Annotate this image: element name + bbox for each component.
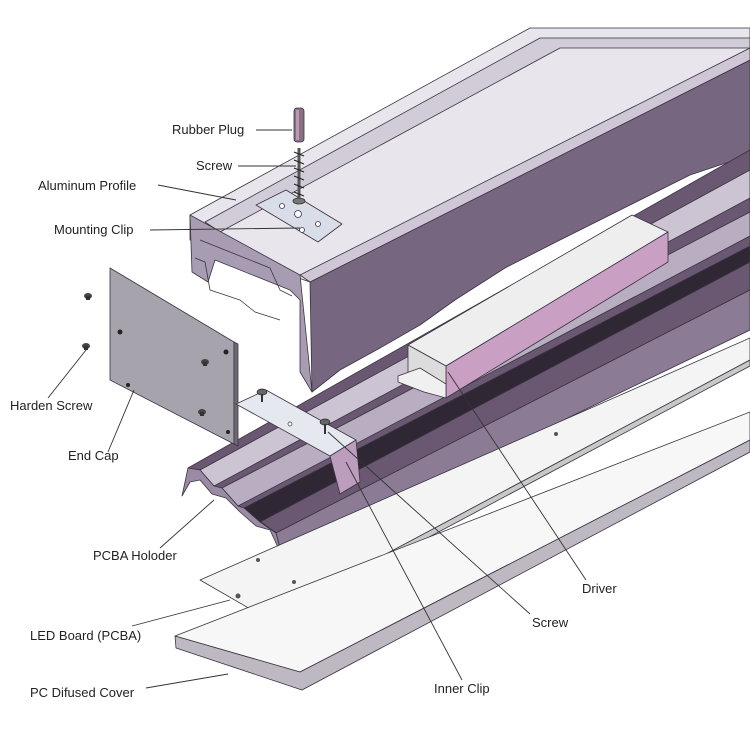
led-board-hole-3 [256,558,260,562]
mounting-clip-hole-4 [299,227,305,233]
leader-driver [447,371,587,581]
driver-bracket [397,367,447,399]
inner-clip-hole-1 [287,421,293,427]
label-pc-cover: PC Difused Cover [30,685,135,700]
profile-cavity-line-2 [194,257,281,321]
holder-front-profile [181,467,283,557]
leader-pc-cover [145,673,229,689]
pc-cover-front [174,439,750,691]
harden-screw-4 [198,409,206,416]
profile-cross-section [189,214,313,393]
pc-cover-part [174,411,750,691]
end-cap-part [109,267,239,447]
led-board-plate [199,337,750,619]
inner-clip-screw-2 [319,418,331,434]
label-mounting-clip: Mounting Clip [54,222,134,237]
leader-screw-bottom [327,431,531,615]
mounting-clip-hole-1 [294,210,302,218]
label-screw-top: Screw [196,158,233,173]
harden-screw-2 [82,343,90,350]
leader-lines [47,129,587,689]
label-screw-bottom: Screw [532,615,569,630]
harden-screw-1 [84,293,92,300]
mounting-clip-hole-2 [279,203,285,209]
leader-end-cap [107,389,135,453]
led-board-hole-1 [235,593,241,599]
led-board-hole-2 [292,580,296,584]
leader-pcba-holder [159,499,215,549]
mounting-clip-hole-3 [315,221,321,227]
led-board-hole-4 [554,432,558,436]
leader-led-board [131,599,231,627]
label-end-cap: End Cap [68,448,119,463]
profile-cavity-line [199,239,293,297]
profile-side-highlight [299,47,750,283]
profile-side-face [309,59,750,393]
leader-inner-clip [345,461,463,681]
top-screw-part [292,148,306,205]
end-cap-face [109,267,235,445]
rubber-plug-highlight [296,110,299,140]
end-cap-hole-1 [117,329,123,335]
inner-clip-screws [256,388,331,434]
driver-part [397,214,669,399]
rubber-plug-part [293,107,305,143]
harden-screws [82,293,209,416]
leader-harden-screw [47,349,87,399]
label-rubber-plug: Rubber Plug [172,122,244,137]
label-inner-clip: Inner Clip [434,681,490,696]
label-harden-screw: Harden Screw [10,398,93,413]
mounting-clip-part [255,189,343,243]
top-screw-thread [293,151,305,197]
end-cap-hole-4 [226,430,230,434]
end-cap-edge [233,341,239,447]
end-cap-hole-3 [126,383,130,387]
label-led-board: LED Board (PCBA) [30,628,141,643]
top-screw-head [292,197,306,205]
harden-screw-3 [201,359,209,366]
labels: Rubber Plug Screw Aluminum Profile Mount… [10,122,617,700]
leader-aluminum-profile [157,184,237,201]
label-aluminum-profile: Aluminum Profile [38,178,136,193]
label-pcba-holder: PCBA Holoder [93,548,177,563]
end-cap-hole-2 [223,349,229,355]
inner-clip-screw-1 [256,388,268,402]
label-driver: Driver [582,581,617,596]
leader-mounting-clip [149,227,301,231]
